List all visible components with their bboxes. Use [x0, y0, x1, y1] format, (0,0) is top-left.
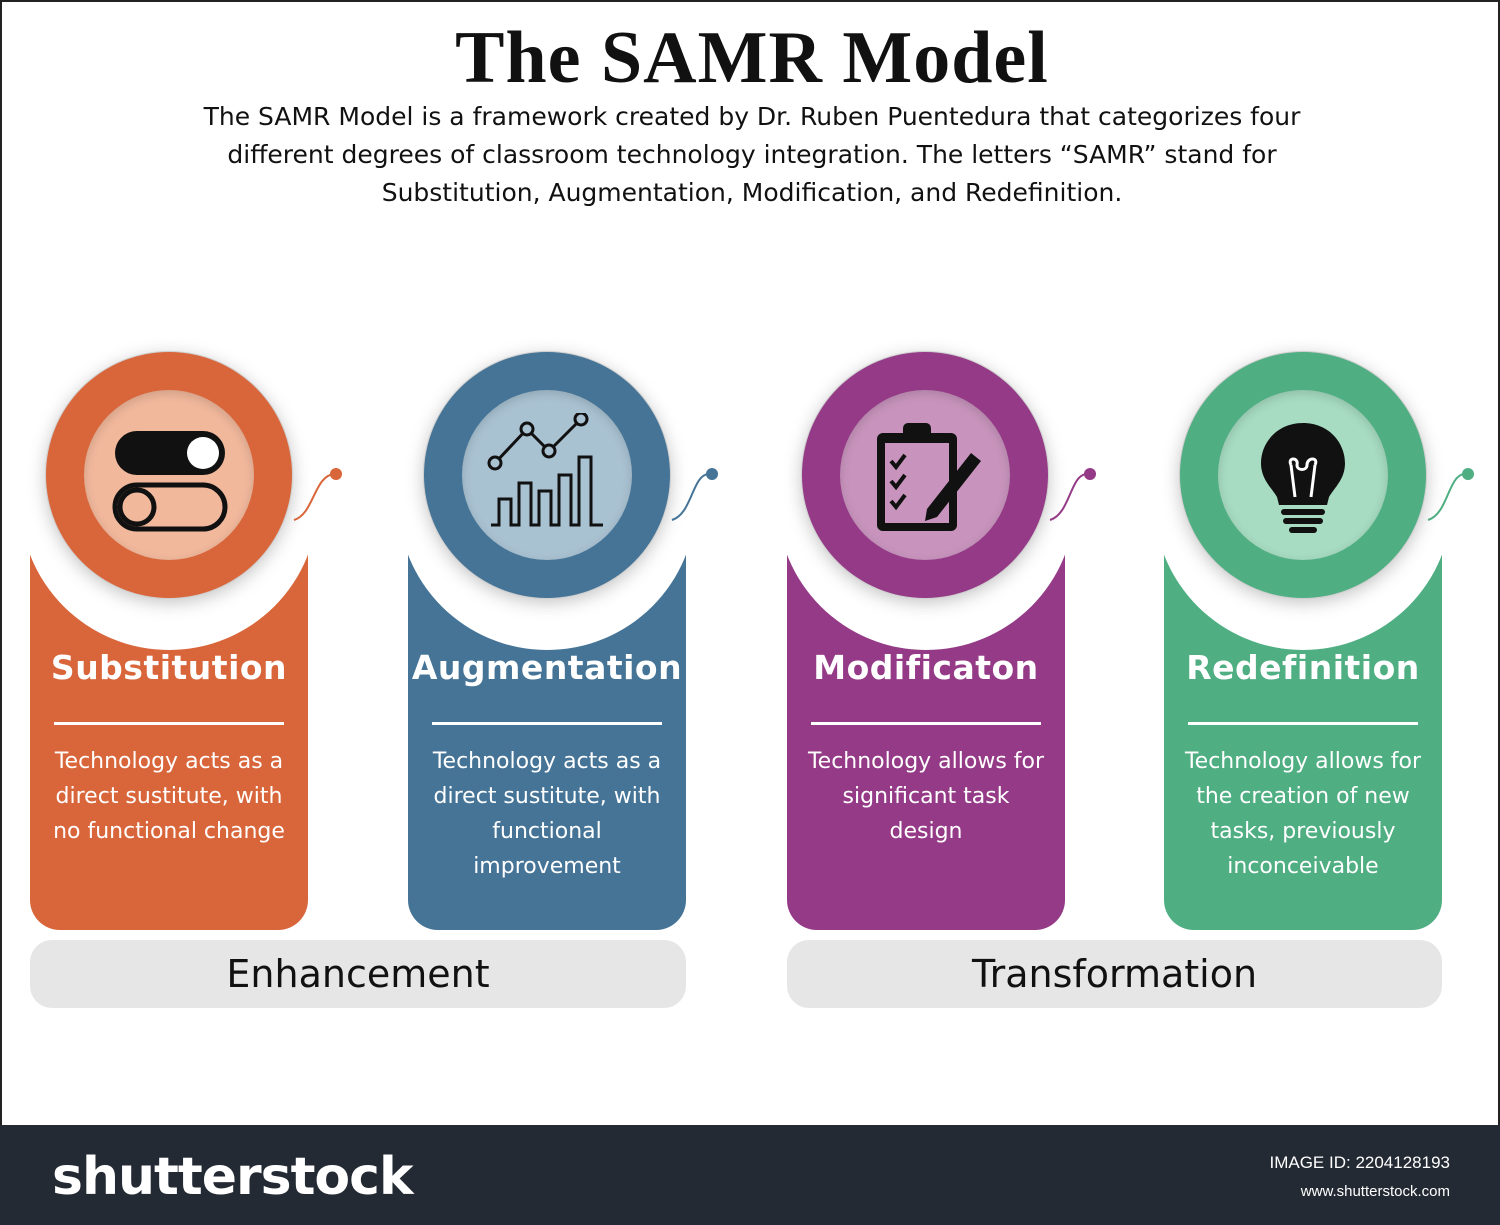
stage-divider — [1188, 722, 1418, 725]
stage-description: Technology acts as a direct sustitute, w… — [53, 749, 285, 844]
lightbulb-icon — [1261, 423, 1345, 533]
stage-divider — [432, 722, 662, 725]
stage-title: Modificaton — [813, 648, 1039, 687]
stock-url-text: www.shutterstock.com — [1300, 1183, 1450, 1200]
group-bar-enhancement: Enhancement — [30, 940, 686, 1008]
stage-description: Technology allows for significant task d… — [807, 749, 1045, 844]
stage-icon-disc — [840, 390, 1010, 560]
stage-icon-ring — [802, 352, 1048, 598]
group-bar-transformation: Transformation — [787, 940, 1442, 1008]
growth-chart-icon — [487, 413, 603, 527]
stage-icon-ring — [1180, 352, 1426, 598]
stage-icon-ring — [424, 352, 670, 598]
infographic-page: The SAMR Model The SAMR Model is a frame… — [0, 0, 1500, 1125]
connector-line — [1049, 468, 1096, 521]
image-id-text: IMAGE ID: 2204128193 — [1269, 1153, 1450, 1172]
stage-icon-disc — [462, 390, 632, 560]
intro-paragraph: The SAMR Model is a framework created by… — [203, 102, 1301, 207]
stage-icon-disc — [1218, 390, 1388, 560]
clipboard-checklist-icon — [877, 423, 981, 531]
stock-logo: shutterstock — [52, 1147, 414, 1207]
stage-divider — [54, 722, 284, 725]
stage-title: Substitution — [50, 648, 288, 687]
page-title: The SAMR Model — [455, 17, 1049, 99]
stage-icon-ring — [46, 352, 292, 598]
connector-line — [671, 468, 718, 521]
stage-description: Technology allows for the creation of ne… — [1184, 749, 1422, 879]
toggle-switch-icon — [112, 431, 228, 532]
watermark-footer: shutterstock IMAGE ID: 2204128193 www.sh… — [0, 1125, 1500, 1225]
connector-line — [293, 468, 342, 521]
stage-icon-disc — [84, 390, 254, 560]
stage-title: Augmentation — [411, 648, 683, 687]
stage-description: Technology acts as a direct sustitute, w… — [432, 749, 662, 879]
connector-line — [1427, 468, 1474, 521]
stage-title: Redefinition — [1186, 648, 1420, 687]
stage-divider — [811, 722, 1041, 725]
